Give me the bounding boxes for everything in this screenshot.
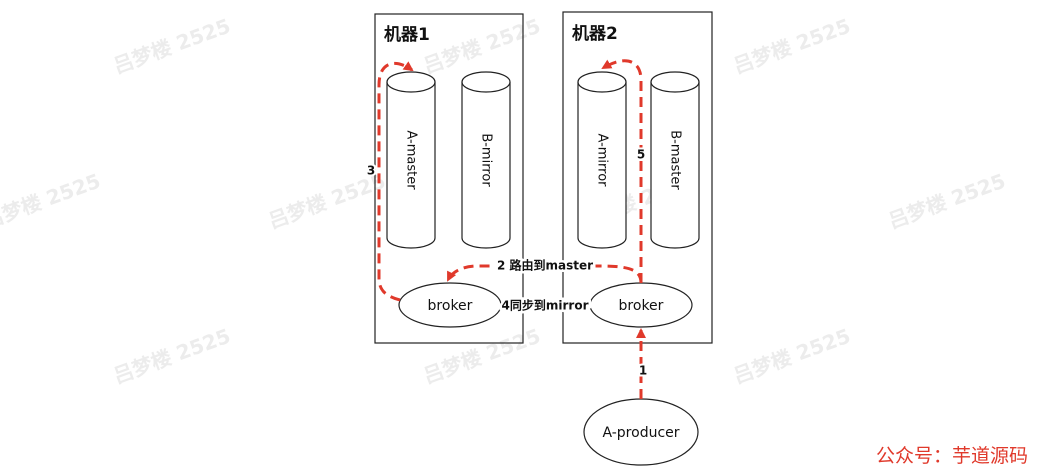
machine-2: 机器2 A-mirror B-master broker	[562, 11, 713, 344]
arrow-step-1: 1	[636, 328, 649, 399]
queue-label: B-master	[668, 130, 683, 190]
machine-1: 机器1 A-master B-mirror broker	[374, 13, 524, 344]
broker-1: broker	[398, 282, 502, 328]
machine-2-title: 机器2	[572, 23, 618, 44]
queue-label: B-mirror	[479, 133, 494, 187]
queue-a-mirror-cylinder: A-mirror	[577, 71, 627, 249]
broker-label: broker	[428, 298, 473, 314]
step-1-label: 1	[639, 364, 647, 378]
producer-label: A-producer	[602, 425, 679, 441]
queue-label: A-mirror	[595, 133, 610, 187]
queue-b-master-cylinder: B-master	[650, 71, 700, 249]
broker-label: broker	[619, 298, 664, 314]
arrow-step-5: 5	[601, 59, 647, 283]
queue-a-master-cylinder: A-master	[386, 71, 436, 249]
broker-2: broker	[589, 282, 693, 328]
step-5-label: 5	[637, 148, 645, 162]
footer-attribution: 公众号：芋道源码	[875, 445, 1028, 467]
step-2-label: 2 路由到master	[497, 258, 593, 273]
step-3-label: 3	[367, 164, 375, 178]
queue-label: A-master	[404, 130, 419, 190]
machine-1-title: 机器1	[384, 24, 430, 45]
producer-node: A-producer	[583, 398, 699, 466]
arrow-step-3: 3	[365, 61, 414, 302]
step-4-label: 4同步到mirror	[502, 298, 589, 313]
arrow-step-2: 2 路由到master	[446, 255, 643, 284]
queue-b-mirror-cylinder: B-mirror	[461, 71, 511, 249]
arrow-step-4: 4同步到mirror	[499, 295, 591, 315]
